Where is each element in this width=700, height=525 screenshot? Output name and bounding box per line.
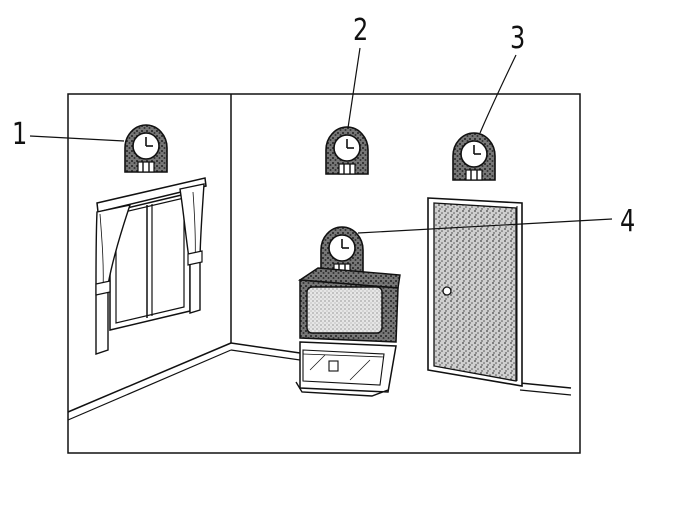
door-icon <box>427 197 523 387</box>
callout-number-2: 2 <box>353 13 369 48</box>
callout-number-1: 1 <box>12 117 28 152</box>
callout-number-3: 3 <box>510 21 526 56</box>
leader-line-2 <box>347 47 361 129</box>
leader-line-4 <box>357 218 613 234</box>
wall-clock-icon <box>452 132 496 181</box>
callout-leader-lines <box>29 47 613 234</box>
leader-line-3 <box>479 54 517 134</box>
door-knob-icon <box>442 286 452 296</box>
tv-icon <box>295 267 401 397</box>
wall-clock-icon <box>325 126 369 175</box>
room-frame <box>67 93 581 454</box>
callout-number-4: 4 <box>620 204 636 239</box>
leader-line-1 <box>29 135 125 142</box>
wall-clock-icon <box>320 226 364 275</box>
wall-clock-icon <box>124 124 168 173</box>
curtain-icon <box>95 183 205 355</box>
